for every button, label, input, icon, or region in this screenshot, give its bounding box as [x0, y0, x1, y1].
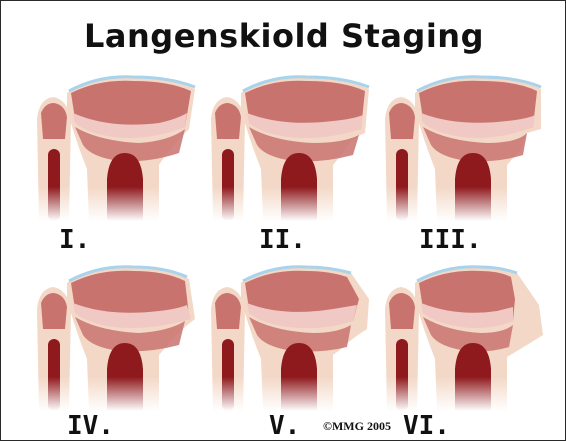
page-title: Langenskiold Staging	[1, 17, 566, 55]
stage-3-illustration	[377, 69, 545, 221]
stage-1-label: I.	[59, 225, 90, 255]
stage-5-label: V.	[269, 411, 300, 441]
stage-6-label: VI.	[403, 411, 450, 441]
stage-4-illustration	[29, 259, 197, 411]
stage-6-illustration	[377, 259, 545, 411]
copyright-notice: ©MMG 2005	[323, 419, 391, 434]
stage-4-label: IV.	[67, 411, 114, 441]
stage-3-label: III.	[419, 225, 482, 255]
stage-2-label: II.	[259, 225, 306, 255]
stage-2-illustration	[203, 69, 371, 221]
stage-1-illustration	[29, 69, 197, 221]
stage-5-illustration	[203, 259, 371, 411]
